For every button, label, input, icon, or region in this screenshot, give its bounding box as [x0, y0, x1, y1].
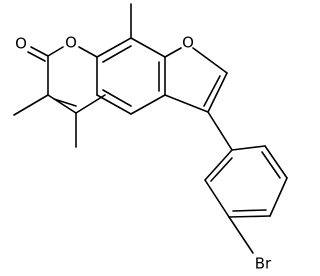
bond-ph3-ph4	[228, 215, 271, 218]
bond-c3-phenyl	[207, 111, 233, 151]
bond-c8a-c9	[96, 37, 132, 58]
structure-drawing: O O O Br	[13, 3, 288, 273]
bond-c6-methyl	[13, 94, 49, 116]
bond-ph1-ph2	[204, 149, 233, 181]
bond-c9-c9a	[130, 37, 166, 58]
bond-c3a-c4	[130, 94, 166, 115]
bond-c7-o-ring	[47, 46, 64, 57]
bond-c8a-c9-inner	[102, 45, 132, 63]
atom-label-bromine: Br	[255, 255, 272, 273]
bond-c6-c5-double	[53, 98, 77, 107]
bonds	[13, 3, 288, 254]
bond-ph4-ph5	[269, 177, 288, 217]
bond-c2-c3	[207, 72, 228, 113]
bond-ph5-ph6-inner	[261, 151, 281, 179]
bond-o-furan-c2	[192, 47, 228, 74]
bond-c4-c4a	[96, 94, 132, 115]
bond-c6-c5	[47, 94, 77, 114]
bond-c2-c3-inner	[203, 75, 221, 107]
bond-ph6-ph1	[231, 145, 266, 151]
bond-ph1-ph2-inner	[210, 157, 233, 182]
atom-labels: O O O Br	[15, 34, 272, 273]
bond-c4-c4a-inner	[102, 89, 132, 107]
bond-c-br	[228, 216, 254, 254]
bond-carbonyl-1	[30, 46, 49, 57]
atom-label-carbonyl-oxygen: O	[15, 35, 27, 53]
bond-ph2-ph3	[204, 179, 230, 218]
bond-c9a-o-furan	[164, 47, 182, 58]
atom-label-pyranone-oxygen: O	[65, 34, 77, 52]
bond-c5-c4a	[75, 94, 106, 114]
bond-ph3-ph4-inner	[232, 209, 267, 212]
bond-ph5-ph6	[264, 145, 288, 179]
bond-c3-c3a	[164, 94, 209, 113]
bond-o-ring-c8a	[78, 46, 98, 58]
atom-label-furan-oxygen: O	[182, 34, 194, 52]
bond-carbonyl-2	[27, 51, 46, 62]
